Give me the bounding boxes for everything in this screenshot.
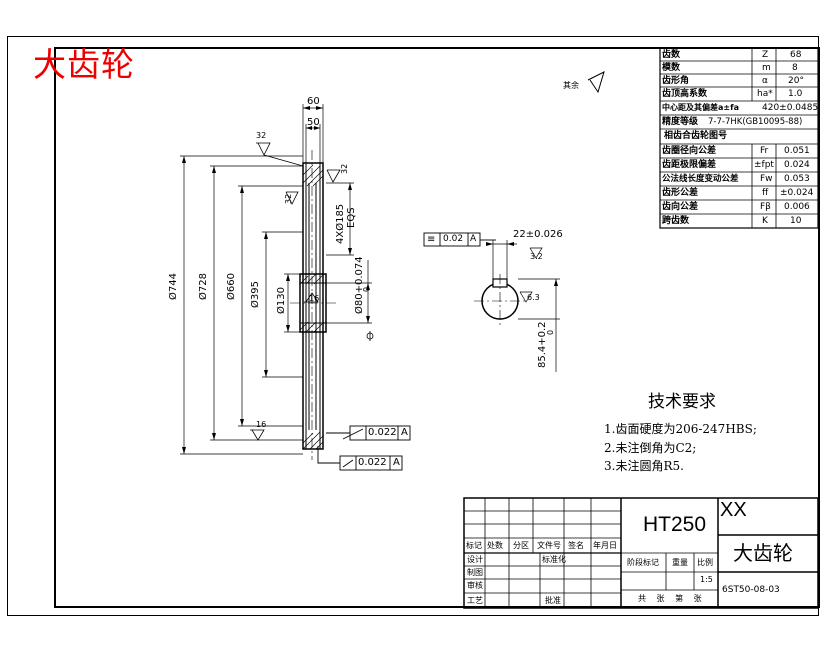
param-value: 0.024 <box>784 160 810 170</box>
tb-header-count: 处数 <box>487 541 503 550</box>
param-name: 精度等级 <box>662 117 699 127</box>
param-symbol: Fw <box>760 174 773 184</box>
tb-header-sign: 签名 <box>568 541 584 550</box>
param-symbol: ha* <box>757 89 773 99</box>
tol-sym-symbol: ≡ <box>427 234 436 245</box>
tb-sheet: 共 张 第 张 <box>638 594 706 603</box>
param-symbol: ff <box>762 188 769 198</box>
tb-stage: 阶段标记 <box>627 558 659 567</box>
dim-d744: Ø744 <box>168 273 179 300</box>
param-name: 公法线长度变动公差 <box>662 174 739 184</box>
drawing-number: 6ST50-08-03 <box>722 585 780 595</box>
param-name: 模数 <box>662 63 681 73</box>
param-symbol: m <box>762 63 771 73</box>
tb-weight: 重量 <box>672 558 688 567</box>
roughness-63: 6.3 <box>527 293 540 302</box>
dim-d80: Ø80+0.074 <box>354 256 365 314</box>
tb-draw: 制图 <box>467 568 483 577</box>
param-name: 齿形公差 <box>662 188 699 198</box>
dim-d395: Ø395 <box>250 281 261 308</box>
param-name: 齿数 <box>662 50 681 60</box>
tb-scale-value: 1:5 <box>700 575 713 584</box>
tb-scale: 比例 <box>697 558 713 567</box>
param-name: 齿向公差 <box>662 202 699 212</box>
part-name: 大齿轮 <box>733 541 793 565</box>
tb-header-mark: 标记 <box>466 541 482 550</box>
tol-runout2-value: 0.022 <box>358 457 387 468</box>
param-name: 中心距及其偏差a±fa <box>662 103 739 112</box>
param-symbol: K <box>762 216 768 226</box>
drawing-title: 大齿轮 <box>33 45 135 84</box>
roughness-32b: 32 <box>284 193 293 204</box>
roughness-16a: 16 <box>256 420 267 429</box>
dim-key-width: 22±0.026 <box>513 229 563 240</box>
dim-d80-low: 0 <box>362 286 371 292</box>
param-name: 齿形角 <box>662 76 690 86</box>
roughness-16b: 16 <box>309 294 320 303</box>
tech-item: 3.未注圆角R5. <box>604 459 684 473</box>
dim-w60: 60 <box>307 96 320 107</box>
tb-approve: 批准 <box>545 596 561 605</box>
tol-sym-datum: A <box>470 234 477 244</box>
param-value: 420±0.0485 <box>762 103 819 113</box>
tech-heading: 技术要求 <box>648 392 716 412</box>
param-value: 7-7-7HK(GB10095-88) <box>708 117 803 127</box>
tol-runout1-value: 0.022 <box>368 427 397 438</box>
dim-eqs: EQS <box>346 207 357 228</box>
dim-d660: Ø660 <box>226 273 237 300</box>
param-value: 68 <box>790 50 802 60</box>
roughness-32a: 32 <box>256 131 267 140</box>
tb-process: 工艺 <box>467 596 483 605</box>
param-value: 20° <box>788 76 804 86</box>
tb-header-zone: 分区 <box>513 541 529 550</box>
param-symbol: Fr <box>760 146 769 156</box>
roughness-default-label: 其余 <box>563 81 579 90</box>
param-value: 1.0 <box>788 89 803 99</box>
dim-hub-depth-low: 0 <box>546 329 555 335</box>
param-name: 跨齿数 <box>662 216 690 226</box>
roughness-32d: 3.2 <box>530 252 543 261</box>
tol-sym-value: 0.02 <box>443 234 464 244</box>
tb-check: 审核 <box>467 581 483 590</box>
param-value: 10 <box>790 216 802 226</box>
dim-d130: Ø130 <box>276 287 287 314</box>
roughness-32c: 32 <box>340 163 349 174</box>
param-value: 0.051 <box>784 146 810 156</box>
drawing-frame <box>54 47 820 608</box>
dim-holes: 4XØ185 <box>335 203 346 244</box>
dim-w50: 50 <box>307 117 320 128</box>
dim-d728: Ø728 <box>198 273 209 300</box>
param-symbol: Fβ <box>760 202 771 212</box>
param-symbol: α <box>762 76 768 86</box>
param-name: 齿距极限偏差 <box>662 160 717 170</box>
tech-item: 2.未注倒角为C2; <box>604 441 697 455</box>
param-value: ±0.024 <box>780 188 814 198</box>
material: HT250 <box>643 513 707 536</box>
param-name: 齿圈径向公差 <box>662 146 717 156</box>
tb-design: 设计 <box>467 555 483 564</box>
company: XX <box>720 499 747 521</box>
tb-header-file: 文件号 <box>537 541 561 550</box>
param-name: 齿顶高系数 <box>662 89 708 99</box>
gear-rim <box>302 162 324 450</box>
param-value: 0.053 <box>784 174 810 184</box>
tb-header-date: 年月日 <box>593 541 617 550</box>
tech-item: 1.齿面硬度为206-247HBS; <box>604 422 757 436</box>
tol-runout1-datum: A <box>401 427 408 438</box>
param-symbol: ±fpt <box>754 160 774 170</box>
param-name: 相齿合齿轮图号 <box>664 131 728 141</box>
tol-runout2-datum: A <box>393 457 400 468</box>
param-value: 8 <box>792 63 798 73</box>
tb-std: 标准化 <box>542 555 566 564</box>
dim-hub-depth: 85.4+0.2 <box>537 321 548 368</box>
param-symbol: Z <box>762 50 769 60</box>
param-value: 0.006 <box>784 202 810 212</box>
